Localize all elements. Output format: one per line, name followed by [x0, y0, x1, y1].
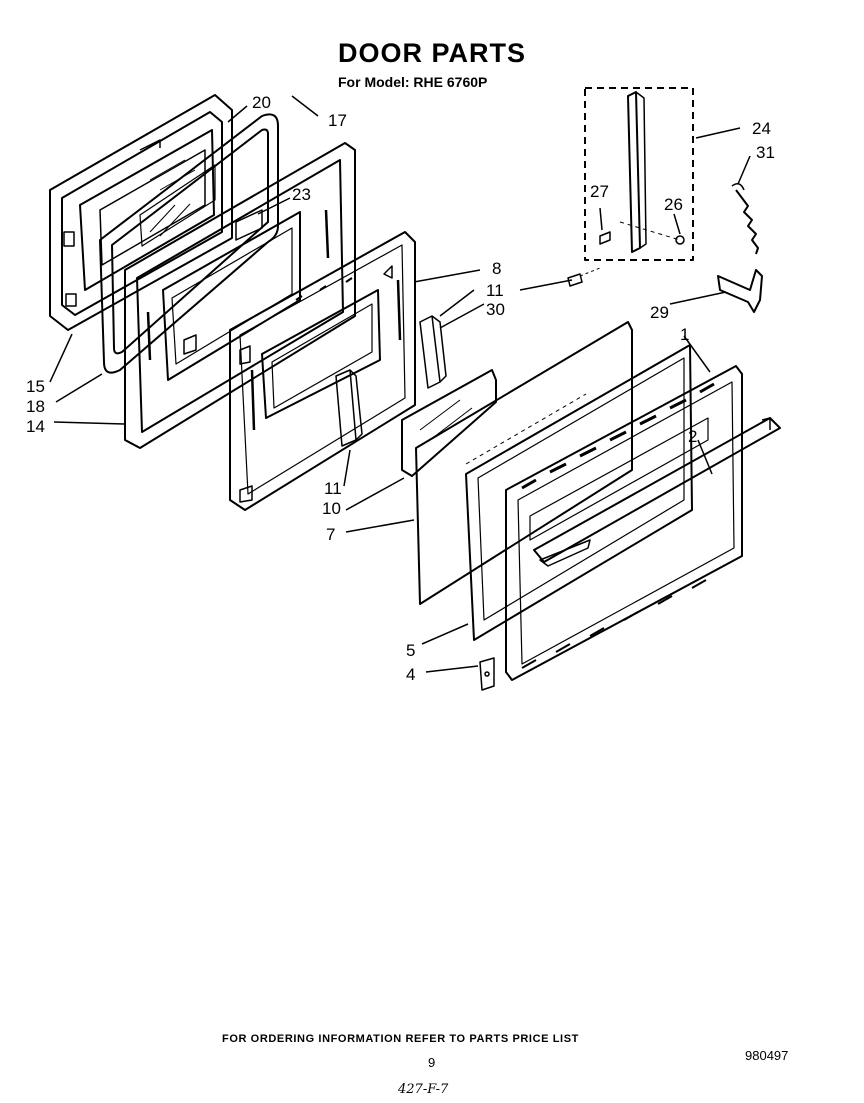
part-30-screw	[567, 267, 601, 287]
part-2-handle	[533, 417, 781, 563]
callout-15: 15	[26, 377, 45, 396]
callout-24: 24	[752, 119, 771, 138]
part-11-brackets	[335, 315, 447, 447]
callout-10: 10	[322, 499, 341, 518]
part-5-outer-glass	[465, 344, 693, 641]
page-title: DOOR PARTS	[337, 38, 526, 68]
part-20-glass-pack	[139, 164, 216, 247]
part-7-insulation	[415, 321, 633, 605]
callout-18: 18	[26, 397, 45, 416]
leader-lines	[49, 95, 751, 673]
callout-29: 29	[650, 303, 669, 322]
part-8-inner-panel	[229, 231, 416, 511]
callout-labels: 17 20 23 8 11 30 24 31 27 26 29 1 2 15 1…	[26, 93, 775, 684]
ordering-note: FOR ORDERING INFORMATION REFER TO PARTS …	[222, 1033, 579, 1045]
part-29-hinge-lever	[717, 269, 763, 313]
part-1-outer-door	[505, 365, 743, 681]
handwritten-note: 427-F-7	[398, 1082, 449, 1097]
callout-2: 2	[688, 427, 697, 446]
document-number: 980497	[745, 1048, 789, 1063]
callout-7: 7	[326, 525, 335, 544]
callout-4: 4	[406, 665, 415, 684]
part-24-hinge-assembly	[584, 87, 694, 261]
callout-26: 26	[664, 195, 683, 214]
callout-14: 14	[26, 417, 45, 436]
callout-27: 27	[590, 182, 609, 201]
callout-23: 23	[292, 185, 311, 204]
callout-17: 17	[328, 111, 347, 130]
callout-5: 5	[406, 641, 415, 660]
part-31-spring	[731, 183, 759, 255]
callout-20: 20	[252, 93, 271, 112]
part-14-door-panel	[124, 142, 356, 449]
callout-30: 30	[486, 300, 505, 319]
part-15-inner-liner	[49, 94, 233, 331]
model-subtitle: For Model: RHE 6760P	[338, 74, 488, 90]
callout-11-lower: 11	[324, 479, 342, 498]
callout-8: 8	[492, 259, 501, 278]
callout-31: 31	[756, 143, 775, 162]
part-4-clip	[479, 657, 495, 691]
page-number: 9	[428, 1055, 436, 1070]
part-18-gasket	[99, 113, 279, 374]
callout-11-upper: 11	[486, 281, 504, 300]
callout-1: 1	[680, 325, 689, 344]
